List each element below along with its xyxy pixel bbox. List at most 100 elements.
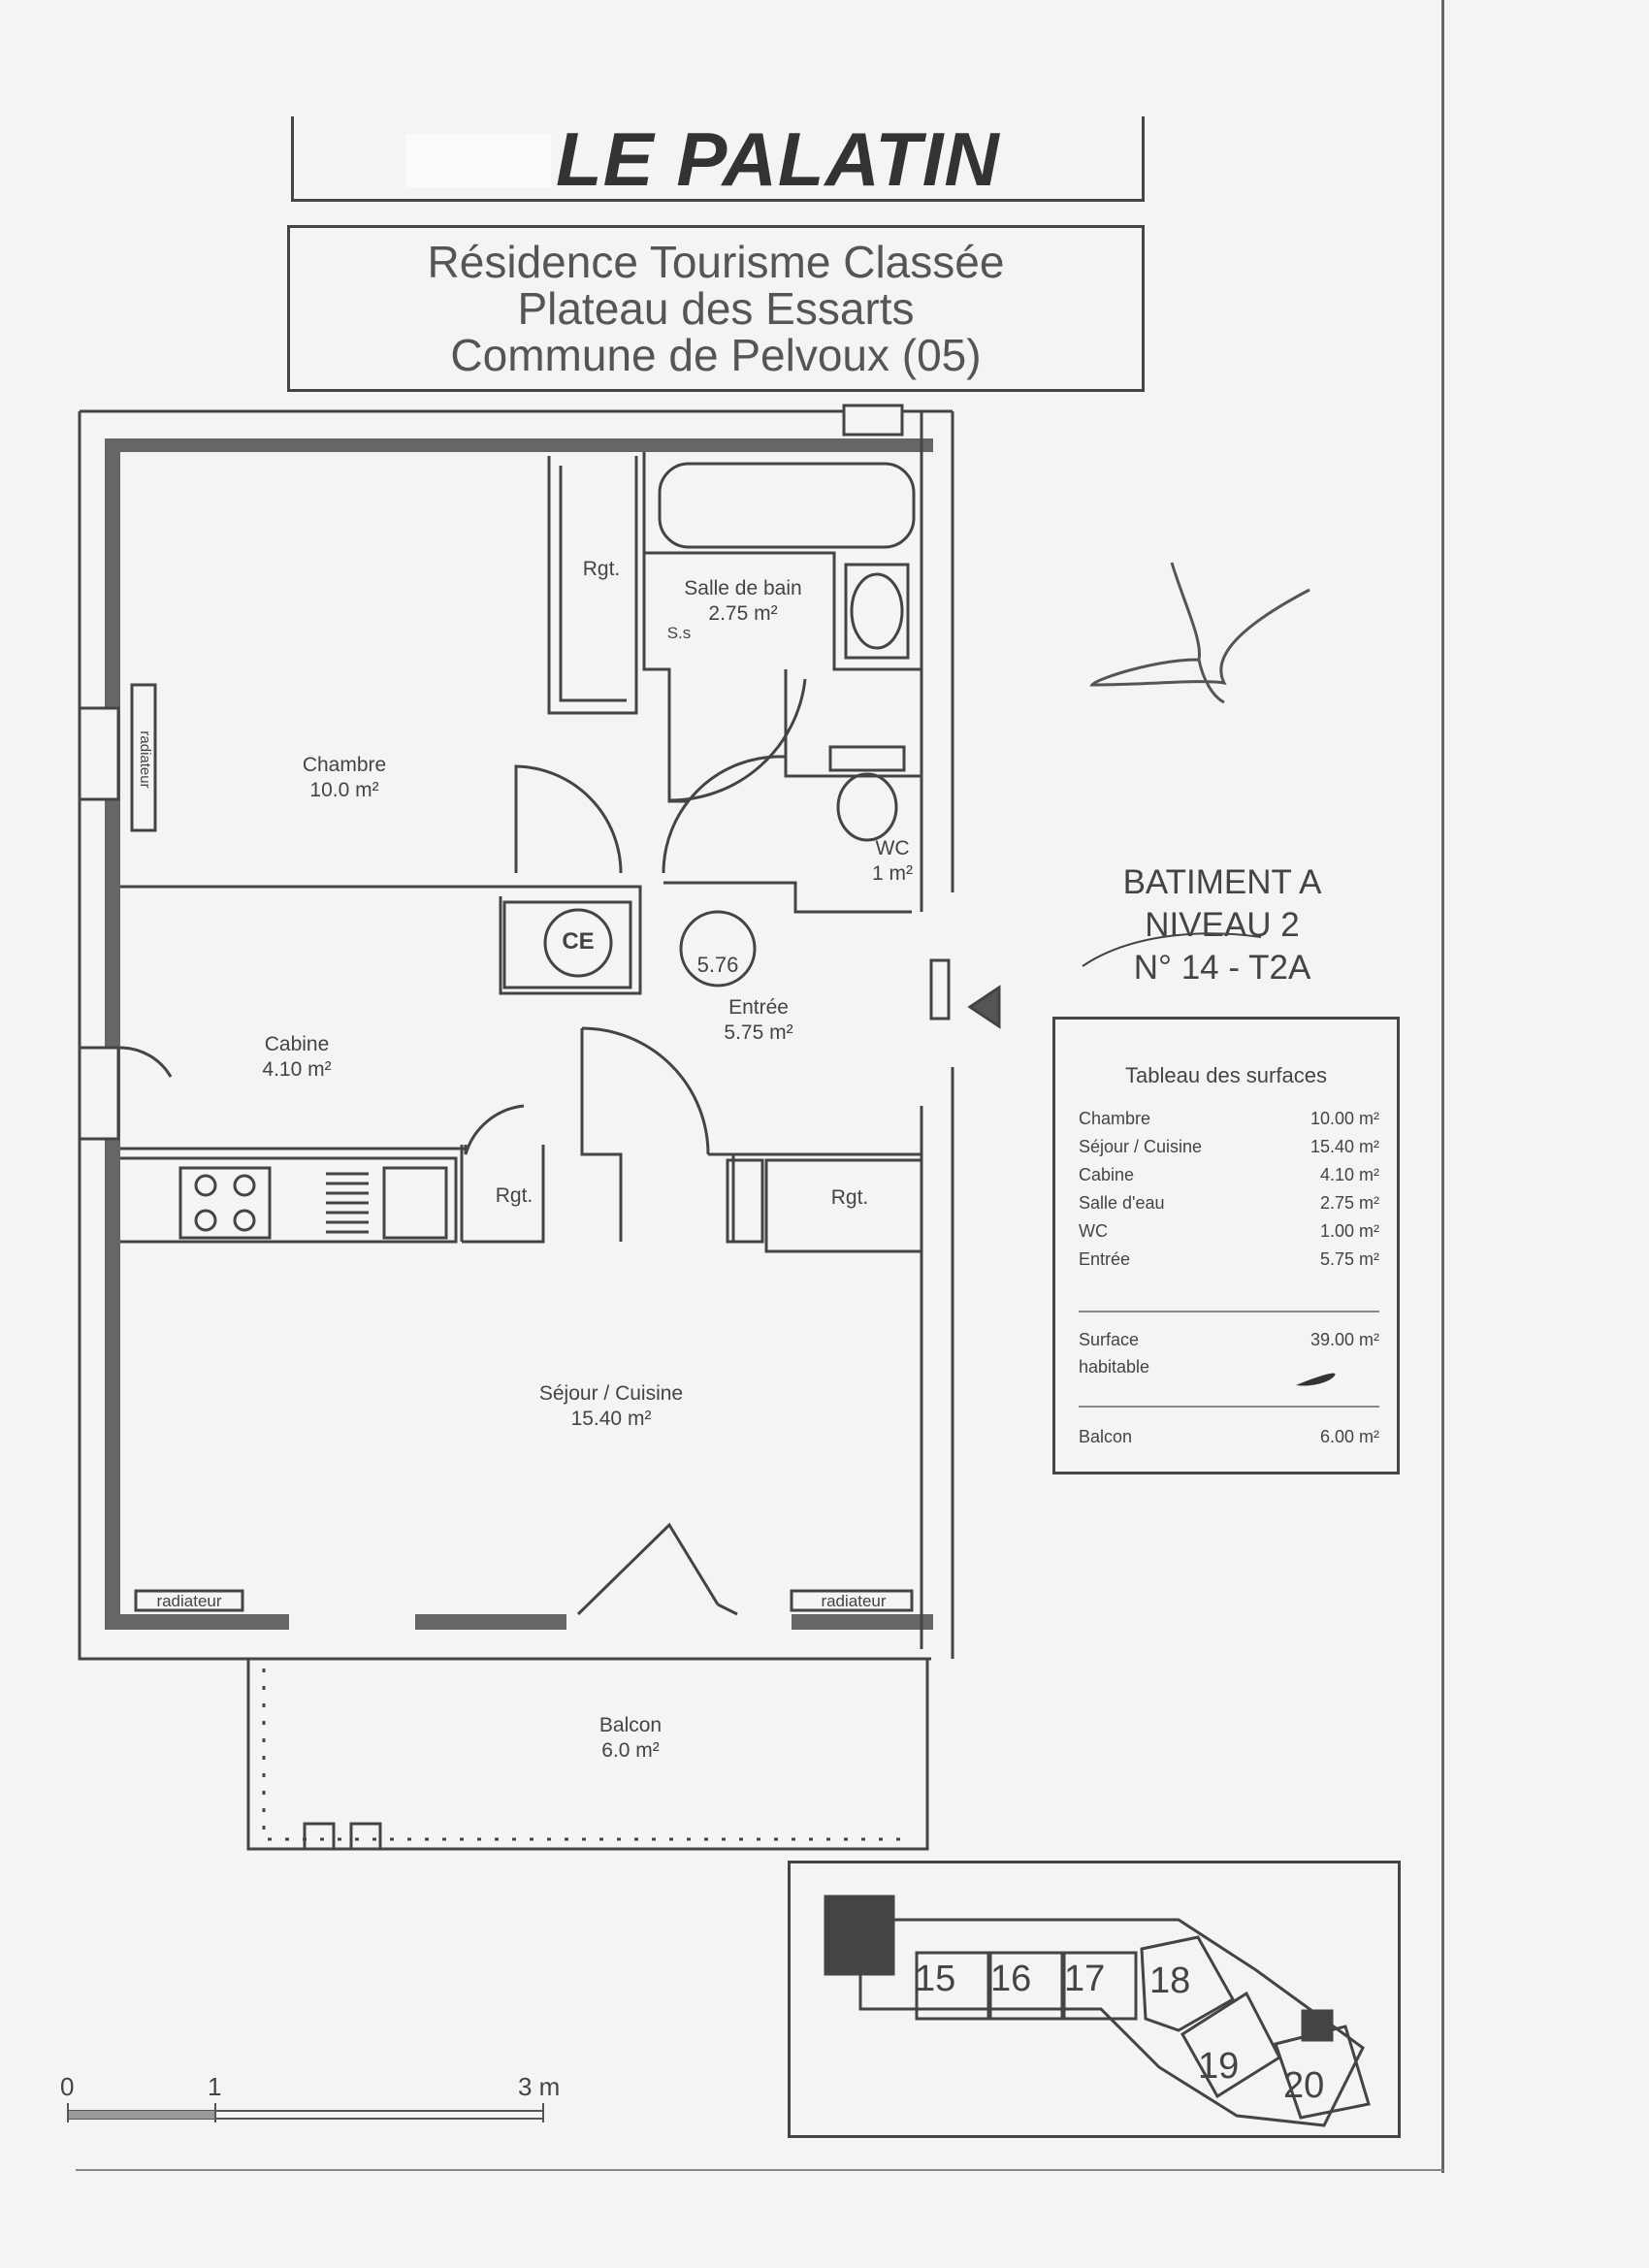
wall-bottom-outer [78,411,931,1661]
rgt-kitchen-label: Rgt. [495,1184,534,1207]
radiateur-left-label: radiateur [156,1592,222,1610]
room-chambre-name: Chambre [302,754,387,776]
balcon-label: Balcon [1079,1427,1133,1446]
ce-circle [543,908,613,978]
radiateur-vertical-label: radiateur [137,730,153,789]
room-wc: WC 1 m² [854,836,931,887]
subtitle-box: Résidence Tourisme Classée Plateau des E… [287,225,1145,392]
burner-3 [194,1209,217,1232]
wall-top-thick [105,438,933,452]
wc-tank [828,745,906,772]
row-value: 5.75 m² [1319,1249,1379,1269]
table-row: Entrée 5.75 m² [1079,1249,1379,1275]
burner-1 [194,1174,217,1197]
surfaces-table-title: Tableau des surfaces [1125,1063,1327,1087]
unit-20-label: 20 [1283,2065,1325,2106]
bathtub [658,462,916,549]
surface-row-2: habitable [1079,1357,1379,1382]
key-plan: 15 16 17 18 19 20 [788,1861,1401,2138]
burner-4 [233,1209,256,1232]
surface-label-2: habitable [1079,1357,1150,1377]
batiment-block: BATIMENT A NIVEAU 2 N° 14 - T2A [1077,861,1368,989]
partition-chambre-cabine [120,885,642,995]
room-sejour: Séjour / Cuisine 15.40 m² [485,1381,737,1432]
subtitle-line-2: Plateau des Essarts [517,283,915,334]
balcony-outline [246,1659,929,1851]
signature [1089,562,1310,704]
wc-bottom [663,881,912,914]
table-row: WC 1.00 m² [1079,1221,1379,1247]
sink-basin [850,572,904,650]
room-balcon-name: Balcon [598,1714,663,1736]
scale-label-3: 3 m [518,2072,561,2101]
door-sejour [581,1026,710,1155]
room-balcon: Balcon 6.0 m² [572,1713,689,1764]
batiment-line-1: BATIMENT A [1122,863,1322,901]
row-value: 1.00 m² [1319,1221,1379,1241]
subtitle-line-1: Résidence Tourisme Classée [427,237,1005,287]
batiment-line-2: NIVEAU 2 [1145,906,1300,944]
entrance-arrow [967,985,1001,1029]
stove [178,1166,272,1240]
table-row: Salle d'eau 2.75 m² [1079,1193,1379,1218]
ce-box [502,900,632,989]
room-chambre: Chambre 10.0 m² [276,753,412,803]
title-box: LE PALATIN [291,116,1145,202]
room-entree: Entrée 5.75 m² [691,995,826,1046]
door-cabine-window [119,1046,173,1078]
batiment-line-3: N° 14 - T2A [1133,949,1311,987]
row-name: Chambre [1079,1109,1151,1128]
wc-bowl [836,772,898,842]
page-title: LE PALATIN [556,115,1000,202]
unit-20-stair [1301,2009,1334,2042]
room-cabine-name: Cabine [264,1033,330,1055]
balcony-box-2 [349,1822,382,1851]
entree-wall [580,1028,623,1242]
unit-15-label: 15 [915,1959,956,1999]
unit-17-box [1062,1951,1138,2021]
row-name: Salle d'eau [1079,1193,1165,1213]
unit-19-label: 19 [1198,2046,1240,2087]
wc-wall [784,669,922,778]
scale-label-0: 0 [60,2072,75,2101]
kitchen-sink [382,1166,448,1240]
sheet-border-bottom [76,2169,1443,2171]
room-wc-name: WC [875,837,910,859]
room-salle-bain: Salle de bain 2.75 m² [665,576,821,627]
table-row: Chambre 10.00 m² [1079,1109,1379,1134]
ce-label: CE [562,928,595,955]
row-name: Séjour / Cuisine [1079,1137,1203,1156]
rgt-kitchen-closet [460,1145,545,1244]
room-sejour-area: 15.40 m² [570,1408,652,1430]
wall-bottom-thick-left [105,1614,289,1630]
table-divider [1079,1311,1379,1312]
door-bath [668,678,807,802]
surfaces-table: Tableau des surfaces Chambre 10.00 m² Sé… [1052,1017,1400,1474]
scale-label-1: 1 [208,2072,222,2101]
window-bath [842,404,904,437]
table-divider [1079,1406,1379,1408]
room-salle-bain-name: Salle de bain [684,577,802,599]
rgt-top-label: Rgt. [582,558,621,580]
unit-18-label: 18 [1149,1960,1191,2001]
wall-right [920,411,954,1659]
burner-2 [233,1174,256,1197]
efs-box [726,1158,764,1244]
surface-label-1: Surface [1079,1330,1140,1349]
radiator-right [790,1589,914,1612]
balcon-value: 6.00 m² [1319,1427,1379,1446]
row-value: 4.10 m² [1319,1165,1379,1184]
balcony-box-1 [303,1822,336,1851]
scale-bar [67,2103,544,2122]
row-value: 15.40 m² [1310,1137,1379,1156]
surface-row: Surface 39.00 m² [1079,1330,1379,1355]
unit-16-box [988,1951,1064,2021]
room-chambre-area: 10.0 m² [309,779,379,801]
wall-bottom-thick-right [792,1614,933,1630]
french-door [576,1522,738,1616]
rgt-closet-inner [559,466,627,702]
strike-line [1082,932,1262,967]
unit-18-box [1140,1935,1236,2032]
window-chambre [78,706,120,801]
